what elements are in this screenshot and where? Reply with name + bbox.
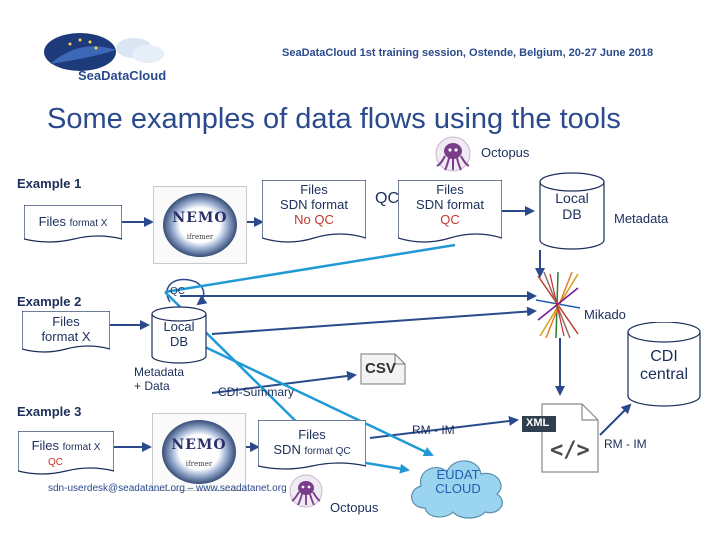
octopus-icon <box>286 474 326 510</box>
example1-label: Example 1 <box>17 176 82 191</box>
arrow-files-to-xml <box>369 416 519 439</box>
cdi-central-line2: central <box>639 366 689 384</box>
xml-label: XML <box>526 417 550 429</box>
nemo-tool-3: NEMO ifremer <box>152 413 246 491</box>
files-noqc-line2: SDN format <box>280 196 348 212</box>
metadata-data-line2: + Data <box>134 379 170 394</box>
example3-files-line1: Files <box>298 427 326 442</box>
cdi-central-db: CDI central <box>626 322 702 408</box>
files-qc-line2: SDN format <box>416 196 484 212</box>
example1-local-db: Local DB <box>538 172 606 252</box>
example3-sdn-text: SDN <box>273 441 301 457</box>
example1-files-text: Files <box>38 214 67 229</box>
nemo-title-1: NEMO <box>172 210 228 226</box>
cdi-central-line1: CDI <box>650 348 678 365</box>
seadatacloud-logo: SeaDataCloud <box>40 28 170 86</box>
octopus-label-1: Octopus <box>481 145 530 160</box>
session-subtitle: SeaDataCloud 1st training session, Osten… <box>282 47 654 59</box>
mikado-label: Mikado <box>584 307 626 322</box>
example2-qc-label: QC <box>170 286 185 297</box>
example1-files-sdn-qc: Files SDN format QC <box>398 180 502 248</box>
cyan-flow-localdb-to-eudat <box>204 345 434 457</box>
example2-metadata-data: Metadata + Data <box>134 365 184 394</box>
files-noqc-line1: Files <box>300 182 328 197</box>
local-db-2-line1: Local <box>163 319 195 334</box>
example1-format-x-text: format X <box>69 218 108 229</box>
xml-code-glyph: </> <box>550 438 590 463</box>
files-qc-line3: QC <box>440 211 460 227</box>
cyan-flow-files-to-eudat <box>359 460 410 474</box>
octopus-icon <box>431 136 475 174</box>
mikado-icon <box>534 270 582 340</box>
cyan-flow-example1 <box>164 243 456 294</box>
logo-icon <box>44 33 164 71</box>
cloud-icon <box>411 460 503 519</box>
example3-files-format-x: Files format X QC <box>18 431 114 479</box>
page-title: Some examples of data flows using the to… <box>47 103 621 135</box>
logo-text: SeaDataCloud <box>78 68 167 83</box>
arrow-xml-to-cdi <box>599 403 632 436</box>
nemo-logo-icon: NEMO ifremer <box>162 420 236 484</box>
footer-contact: sdn-userdesk@seadatanet.org – www.seadat… <box>48 483 287 494</box>
nemo-tool-1: NEMO ifremer <box>153 186 247 264</box>
eudat-line1: EUDAT <box>436 467 480 482</box>
csv-label: CSV <box>365 360 396 377</box>
example2-files-line2: format X <box>41 328 91 344</box>
qc-loop-arrow <box>166 278 208 306</box>
cdi-summary-label: CDI-Summary <box>218 385 295 399</box>
example1-files-format-x: Files format X <box>24 205 122 247</box>
example3-format-x-text: format X <box>62 442 101 453</box>
nemo-logo-icon: NEMO ifremer <box>163 193 237 257</box>
eudat-cloud: EUDAT CLOUD <box>403 450 513 520</box>
eudat-line2: CLOUD <box>435 481 481 497</box>
example2-files-format-x: Files format X <box>22 311 110 357</box>
rm-im-label-1: RM - IM <box>412 423 455 437</box>
csv-file-icon: CSV <box>359 352 407 386</box>
example2-files-line1: Files <box>52 314 80 329</box>
rm-im-label-2: RM - IM <box>604 437 647 451</box>
example2-local-db: Local DB <box>150 306 208 364</box>
files-qc-line1: Files <box>436 182 464 197</box>
files-noqc-line3: No QC <box>294 211 334 227</box>
example1-qc-label: QC <box>375 190 399 207</box>
example2-label: Example 2 <box>17 294 82 309</box>
nemo-sub-1: ifremer <box>186 233 214 241</box>
xml-file-icon: XML </> <box>520 402 600 474</box>
example1-metadata-label: Metadata <box>614 211 669 226</box>
example3-files-text: Files <box>31 438 60 453</box>
arrow-localdb-to-mikado <box>211 306 537 335</box>
nemo-sub-3: ifremer <box>185 460 213 468</box>
nemo-title-3: NEMO <box>171 437 227 453</box>
example3-format-qc-text: format QC <box>304 445 351 457</box>
example1-files-sdn-noqc: Files SDN format No QC <box>262 180 366 248</box>
example3-qc-text: QC <box>48 457 63 468</box>
local-db-2-line2: DB <box>169 333 189 349</box>
local-db-1-line2: DB <box>562 206 582 223</box>
example3-files-sdn-qc: Files SDN format QC <box>258 420 366 474</box>
example3-label: Example 3 <box>17 404 82 419</box>
local-db-1-line1: Local <box>555 190 589 206</box>
octopus-label-3: Octopus <box>330 500 379 515</box>
metadata-data-line1: Metadata <box>134 365 185 379</box>
